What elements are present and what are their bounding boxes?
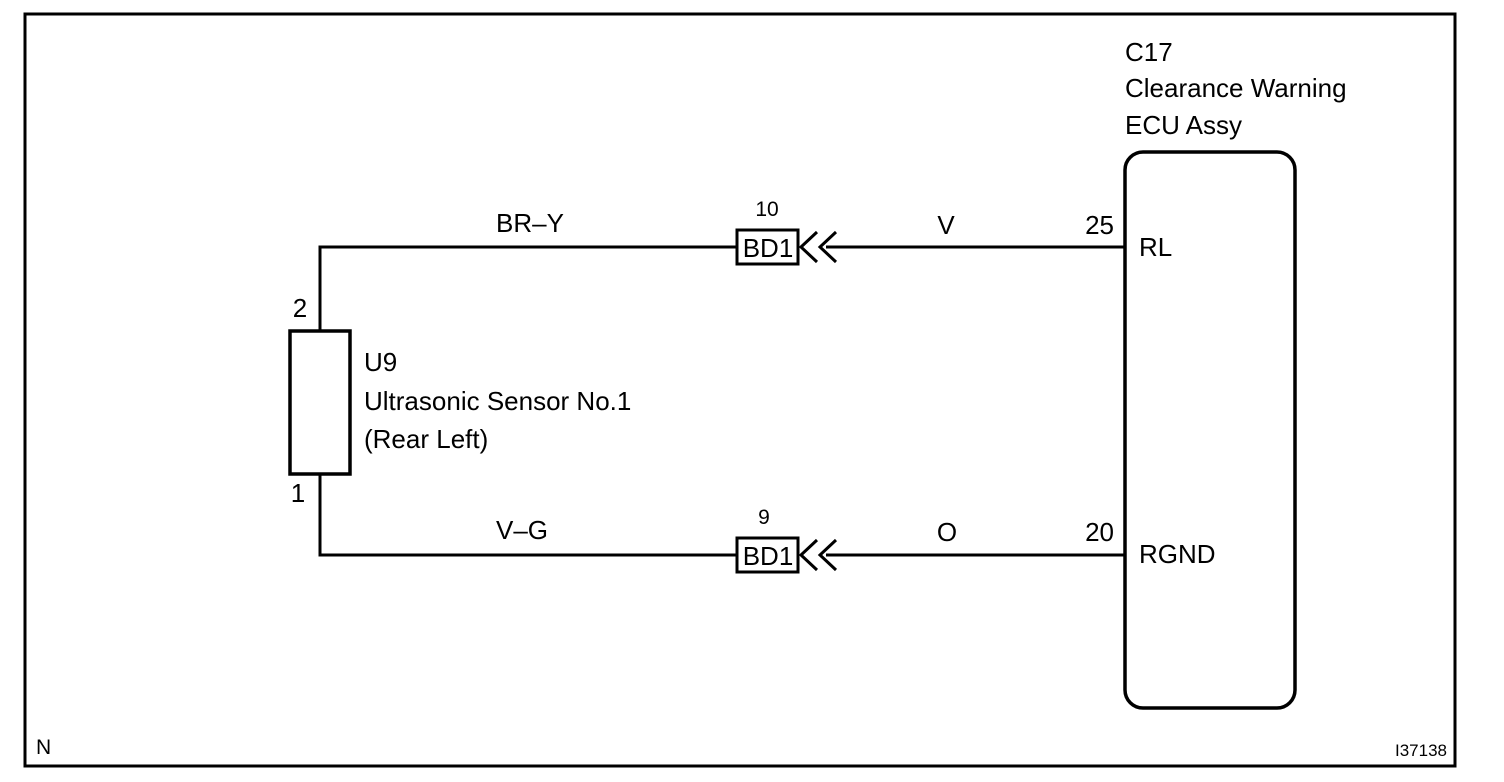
connector-top-label: BD1 xyxy=(743,233,794,263)
corner-label: N xyxy=(36,736,51,759)
connector-bottom-label: BD1 xyxy=(743,541,794,571)
junction-connector-bottom: BD1 9 xyxy=(735,506,838,574)
ecu-name-line1: Clearance Warning xyxy=(1125,73,1347,103)
ecu-pin-rgnd-name: RGND xyxy=(1139,539,1216,569)
sensor-name-line2: (Rear Left) xyxy=(364,424,488,454)
wire-bottom-right-color: O xyxy=(937,517,957,547)
figure-id: I37138 xyxy=(1395,741,1447,760)
diagram-frame xyxy=(23,12,1457,768)
sensor-box xyxy=(288,329,352,476)
ecu-name-line2: ECU Assy xyxy=(1125,110,1242,140)
sensor-name-line1: Ultrasonic Sensor No.1 xyxy=(364,386,631,416)
ecu-pin-rl-number: 25 xyxy=(1085,210,1114,240)
wire-bottom-left-color: V–G xyxy=(496,515,548,545)
wire-top-left xyxy=(318,245,737,331)
wire-bottom-left xyxy=(318,474,737,557)
junction-connector-top: BD1 10 xyxy=(735,198,838,266)
sensor-pin-1: 1 xyxy=(291,478,305,508)
connector-top-arrow-outer xyxy=(817,230,838,264)
ecu-pin-rl-name: RL xyxy=(1139,232,1172,262)
connector-bottom-arrow-outer xyxy=(817,538,838,572)
sensor-code: U9 xyxy=(364,347,397,377)
connector-bottom-pin: 9 xyxy=(758,506,770,529)
connector-top-arrow-inner xyxy=(798,230,819,264)
sensor-pin-2: 2 xyxy=(293,293,307,323)
ecu-pin-rgnd-number: 20 xyxy=(1085,517,1114,547)
wire-top-left-color: BR–Y xyxy=(496,208,564,238)
connector-bottom-arrow-inner xyxy=(798,538,819,572)
connector-top-pin: 10 xyxy=(755,198,778,221)
wire-top-right-color: V xyxy=(937,210,955,240)
ecu-code: C17 xyxy=(1125,37,1173,67)
ecu-box xyxy=(1123,150,1297,710)
